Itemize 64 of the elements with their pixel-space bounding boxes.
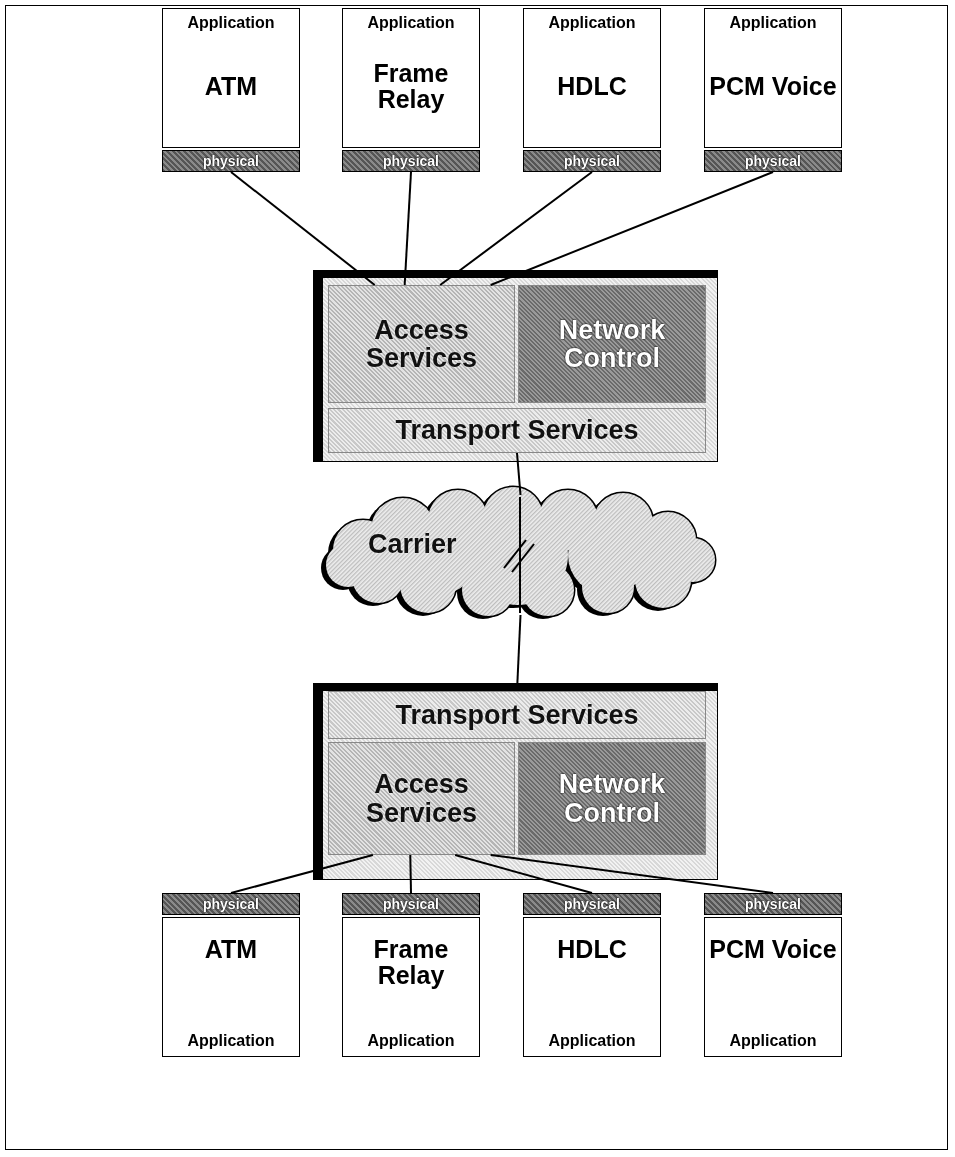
connector-line [230,854,374,894]
connector-line [230,171,376,286]
application-box [342,917,480,1057]
transport-services-box [328,691,706,739]
physical-layer-bar [523,893,661,915]
layer-label: Application [729,15,817,32]
application-box [704,917,842,1057]
connector-line [409,854,412,894]
node-label: physical [203,896,259,912]
node-label: physical [745,153,801,169]
node-label: physical [383,153,439,169]
node-label: Transport Services [395,700,639,730]
connector-line [489,854,774,894]
node-label: physical [745,896,801,912]
application-box [162,917,300,1057]
connector-line [489,171,774,286]
layer-label: Application [187,1033,275,1050]
connector-line [454,854,593,894]
application-box [342,8,480,148]
application-box [162,8,300,148]
protocol-label: Frame Relay [372,60,450,113]
application-box [523,917,661,1057]
network-control-box [518,285,706,403]
node-label: Access Services [364,770,479,827]
box-node-frame [313,683,718,880]
node-label: physical [564,896,620,912]
layer-label: Application [367,15,455,32]
physical-layer-bar [523,150,661,172]
protocol-label: ATM [204,934,258,963]
layer-label: Application [548,1033,636,1050]
network-control-box [518,742,706,855]
protocol-label: PCM Voice [709,934,837,963]
layer-label: Application [548,15,636,32]
layer-label: Application [187,15,275,32]
protocol-label: HDLC [557,934,627,963]
box-node-frame [313,270,718,462]
connector-line [439,171,593,286]
node-label: Access Services [364,315,479,373]
layer-label: Application [729,1033,817,1050]
protocol-label: Frame Relay [372,934,450,989]
connector-line [516,452,522,496]
application-box [704,8,842,148]
access-services-box [328,285,515,403]
node-label: Network Control [557,770,667,827]
node-label: Network Control [557,315,667,373]
protocol-label: PCM Voice [709,73,837,100]
node-label: Transport Services [395,416,639,445]
access-services-box [328,742,515,855]
physical-layer-bar [342,150,480,172]
physical-layer-bar [342,893,480,915]
protocol-label: HDLC [557,73,627,100]
node-label: physical [383,896,439,912]
physical-layer-bar [704,150,842,172]
node-label: physical [203,153,259,169]
application-box [523,8,661,148]
protocol-label: ATM [204,73,258,100]
node-label: Carrier [368,530,457,559]
node-label: physical [564,153,620,169]
physical-layer-bar [162,893,300,915]
transport-services-box [328,408,706,453]
physical-layer-bar [162,150,300,172]
layer-label: Application [367,1033,455,1050]
connector-line [403,171,412,286]
physical-layer-bar [704,893,842,915]
